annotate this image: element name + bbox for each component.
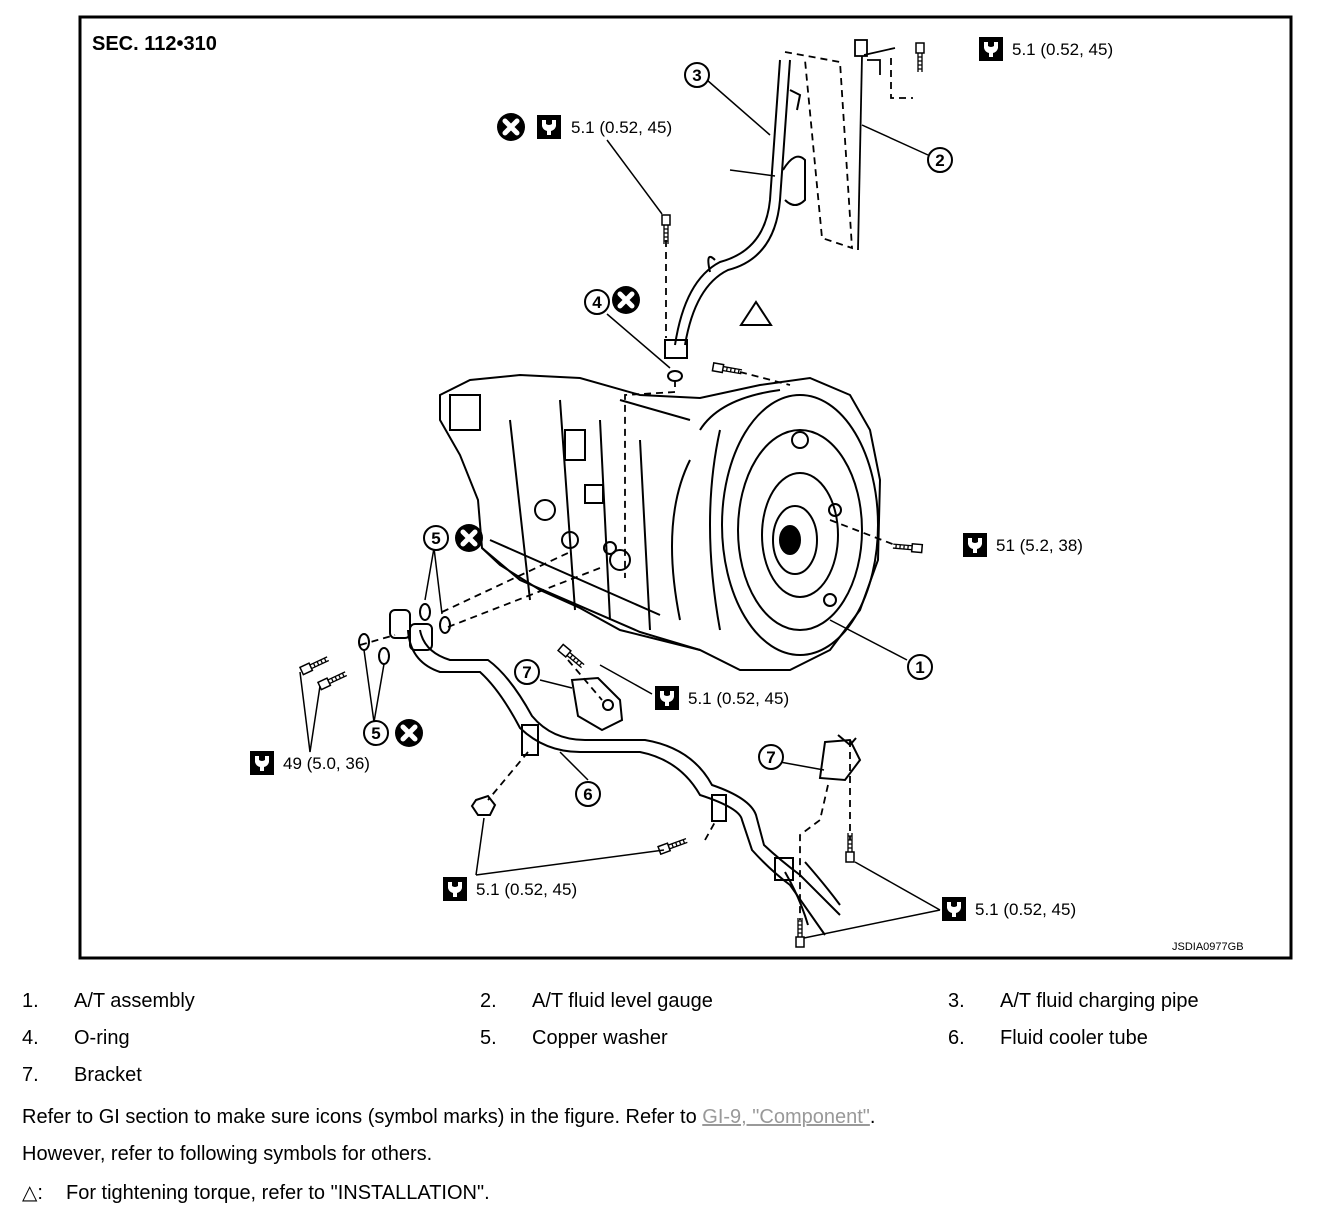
triangle-note-text: For tightening torque, refer to "INSTALL… (66, 1182, 490, 1204)
callout-7b: 7 (766, 748, 775, 767)
torque-icon (537, 115, 561, 139)
fluid-cooler-tube-drawing (389, 609, 841, 936)
legend-label: O-ring (74, 1027, 130, 1049)
leader-lines (299, 79, 941, 939)
diagram-frame (78, 15, 1293, 960)
torque-icon (655, 686, 679, 710)
refer-suffix: . (869, 1106, 876, 1128)
torque-pipe-bolt: 5.1 (0.52, 45) (571, 118, 672, 137)
legend-number: 2. (480, 990, 497, 1012)
figure-code: JSDIA0977GB (1172, 941, 1244, 953)
legend-number: 4. (22, 1027, 39, 1049)
torque-bracket-upper: 5.1 (0.52, 45) (688, 689, 789, 708)
legend-label: A/T fluid level gauge (532, 990, 713, 1012)
torque-icon (250, 751, 274, 775)
bolt-triangle (711, 362, 744, 377)
torque-icon (942, 897, 966, 921)
callout-5b: 5 (371, 724, 380, 743)
bolt-banjo-upper (299, 654, 331, 676)
legend-number: 5. (480, 1027, 497, 1049)
torque-bottom-left: 5.1 (0.52, 45) (476, 880, 577, 899)
bolt-banjo-lower (317, 669, 349, 691)
bolt-bottom (795, 917, 805, 948)
bolt-gauge (915, 42, 925, 73)
legend-label: Fluid cooler tube (1000, 1027, 1148, 1049)
legend-row: 1. A/T assembly 2. A/T fluid level gauge… (22, 990, 1312, 1027)
bolt-tube-clip (657, 835, 689, 855)
bolt-charging-pipe (661, 214, 671, 245)
triangle-symbol (739, 300, 773, 326)
torque-converter: 51 (5.2, 38) (996, 536, 1083, 555)
legend-number: 7. (22, 1064, 39, 1086)
legend-label: Copper washer (532, 1027, 668, 1049)
callout-4: 4 (592, 293, 602, 312)
not-reusable-icon (497, 113, 525, 141)
section-label: SEC. 112•310 (92, 33, 217, 55)
callout-6: 6 (583, 785, 592, 804)
torque-banjo: 49 (5.0, 36) (283, 754, 370, 773)
not-reusable-icon (612, 286, 640, 314)
at-assembly-drawing (439, 373, 882, 671)
legend-row: 7. Bracket (22, 1064, 1312, 1101)
legend-number: 1. (22, 990, 39, 1012)
component-diagram: SEC. 112•310 JSDIA0977GB (78, 15, 1293, 960)
callout-1: 1 (915, 658, 924, 677)
callout-3: 3 (692, 66, 701, 85)
refer-text: Refer to GI section to make sure icons (… (22, 1106, 703, 1128)
legend-label: A/T fluid charging pipe (1000, 990, 1199, 1012)
torque-bottom-right: 5.1 (0.52, 45) (975, 900, 1076, 919)
component-link[interactable]: GI-9, "Component" (702, 1106, 870, 1128)
triangle-note-symbol: △: (22, 1182, 43, 1204)
legend-label: Bracket (74, 1064, 142, 1086)
callouts: 3 2 4 5 5 1 7 7 6 (363, 62, 953, 807)
legend-number: 6. (948, 1027, 965, 1049)
bolt-converter (891, 541, 924, 554)
parts-legend: 1. A/T assembly 2. A/T fluid level gauge… (22, 990, 1312, 1101)
triangle-note: △: For tightening torque, refer to "INSTA… (22, 1180, 490, 1205)
torque-icon (443, 877, 467, 901)
washers (358, 370, 683, 816)
guide-lines (359, 51, 913, 920)
callout-5a: 5 (431, 529, 440, 548)
refer-note: Refer to GI section to make sure icons (… (22, 1106, 875, 1129)
callout-7a: 7 (522, 663, 531, 682)
not-reusable-icon (455, 524, 483, 552)
torque-icon (979, 37, 1003, 61)
legend-row: 4. O-ring 5. Copper washer 6. Fluid cool… (22, 1027, 1312, 1064)
bracket-upper-drawing (570, 676, 624, 732)
fluid-level-gauge-drawing (854, 39, 896, 251)
charging-pipe-drawing (664, 59, 806, 359)
bracket-right-drawing (818, 734, 862, 782)
torque-top-right: 5.1 (0.52, 45) (1012, 40, 1113, 59)
legend-label: A/T assembly (74, 990, 195, 1012)
callout-2: 2 (935, 151, 944, 170)
torque-icon (963, 533, 987, 557)
not-reusable-icon (395, 719, 423, 747)
however-note: However, refer to following symbols for … (22, 1143, 433, 1165)
legend-number: 3. (948, 990, 965, 1012)
